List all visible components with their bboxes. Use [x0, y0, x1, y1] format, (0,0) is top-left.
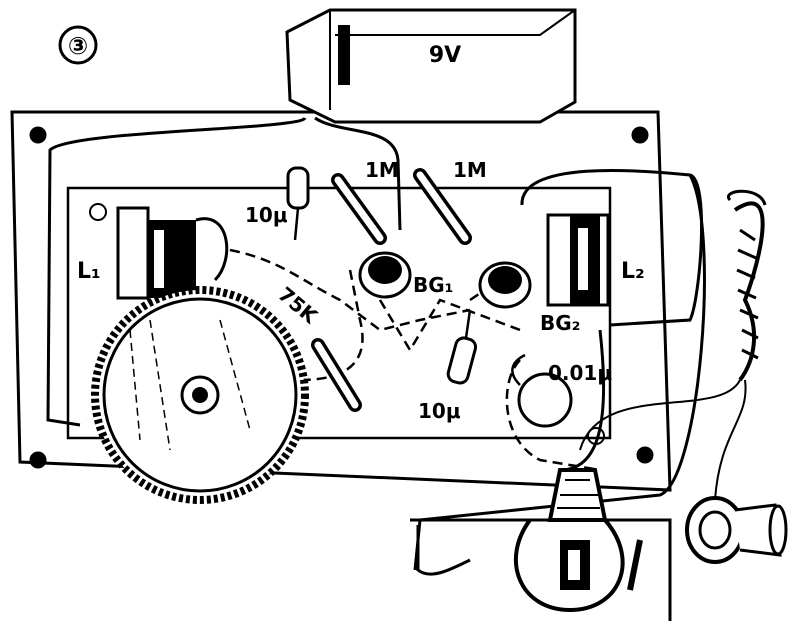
- tuning-dial: [91, 286, 309, 504]
- resistor-1m-a: 1M: [331, 158, 399, 245]
- figure-number-text: ③: [68, 32, 88, 60]
- coil-l1: L₁: [77, 206, 229, 300]
- battery-label: 9V: [429, 43, 461, 68]
- figure-number: [58, 25, 98, 65]
- jack-clip: [513, 468, 625, 613]
- l2-label: L₂: [621, 259, 645, 284]
- capacitor-0.01u: 0.01μ: [511, 353, 612, 428]
- c2-label: 10μ: [418, 399, 461, 423]
- resistor-1m-b: 1M: [413, 158, 487, 245]
- earphone: [685, 496, 788, 564]
- capacitor-10u-bottom: 10μ: [418, 309, 478, 423]
- r2-label: 1M: [453, 158, 487, 182]
- transistor-bg1: BG₁: [358, 251, 453, 299]
- transistor-bg2: BG₂: [478, 261, 580, 335]
- bg2-label: BG₂: [540, 311, 580, 335]
- c1-label: 10μ: [245, 203, 288, 227]
- coil-l2: L₂: [546, 213, 645, 307]
- bottom-bracket: [410, 518, 672, 621]
- capacitor-10u-top: 10μ: [245, 166, 310, 241]
- l1-label: L₁: [77, 259, 101, 284]
- r1-label: 1M: [365, 158, 399, 182]
- wiring: [46, 116, 706, 571]
- antenna-wire-coil: [579, 189, 767, 501]
- c3-label: 0.01μ: [548, 361, 612, 385]
- battery-9v: 9V: [285, 8, 577, 124]
- bg1-label: BG₁: [413, 273, 453, 297]
